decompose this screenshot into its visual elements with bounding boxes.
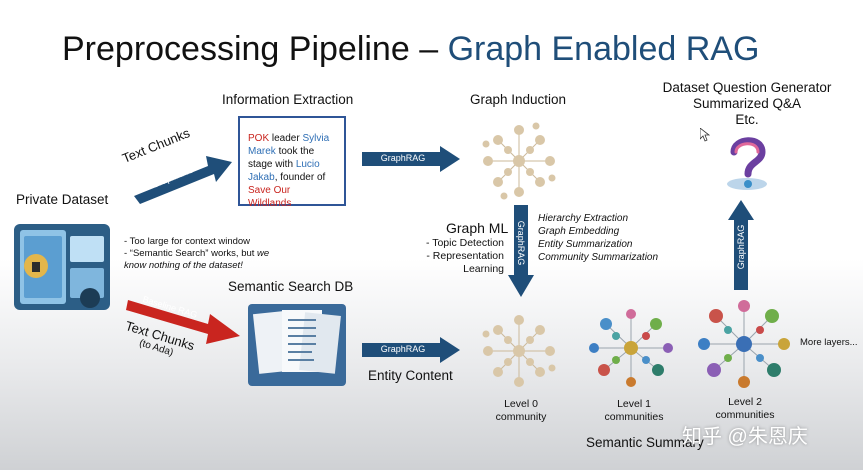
level2-label: Level 2 communities: [715, 396, 775, 421]
question-generator-header: Dataset Question Generator Summarized Q&…: [662, 80, 832, 127]
title-accent: Graph Enabled RAG: [447, 30, 760, 68]
information-extraction-box: POK leader Sylvia Marek took the stage w…: [238, 116, 346, 209]
more-layers-label: More layers...: [800, 337, 858, 348]
entity-content-header: Entity Content: [368, 368, 453, 383]
watermark: 知乎 @朱恩庆: [682, 426, 808, 448]
private-dataset-header: Private Dataset: [16, 192, 109, 207]
information-extraction-header: Information Extraction: [222, 92, 354, 107]
graphrag-tag-bottom: GraphRAG: [380, 344, 426, 354]
graphrag-upper-arrow: [134, 156, 232, 204]
baseline-rag-arrow: [126, 300, 240, 344]
semantic-search-db-header: Semantic Search DB: [228, 279, 354, 294]
induction-down-arrow: [508, 205, 534, 297]
level2-cluster: [698, 300, 790, 388]
hierarchy-list: Hierarchy Extraction Graph Embedding Ent…: [538, 213, 659, 263]
graph-induction-header: Graph Induction: [470, 92, 567, 107]
graph-ml-list: - Topic Detection - Representation Learn…: [425, 237, 504, 275]
dataset-notes: - Too large for context window - “Semant…: [124, 236, 270, 271]
level0-cluster: [482, 315, 556, 387]
search-to-level0-arrow: [362, 337, 460, 363]
semantic-search-db-icon: [248, 304, 346, 386]
graph-induction-cluster: [482, 122, 556, 200]
level0-label: Level 0 community: [495, 398, 547, 423]
graphrag-tag-up: GraphRAG: [736, 224, 746, 270]
level1-cluster: [589, 309, 673, 387]
private-dataset-icon: [14, 224, 110, 310]
graphrag-tag-vertical: GraphRAG: [516, 220, 526, 266]
cursor-icon: [700, 128, 710, 142]
level2-up-arrow: [728, 200, 754, 290]
question-mark-icon: [727, 137, 767, 190]
semantic-summary-header: Semantic Summary: [586, 435, 704, 450]
page-title: Preprocessing Pipeline – Graph Enabled R…: [62, 30, 760, 68]
info-to-graph-arrow: [362, 146, 460, 172]
graph-ml-header: Graph ML: [446, 220, 509, 236]
level1-label: Level 1 communities: [604, 398, 664, 423]
graphrag-tag-mid: GraphRAG: [380, 153, 426, 163]
